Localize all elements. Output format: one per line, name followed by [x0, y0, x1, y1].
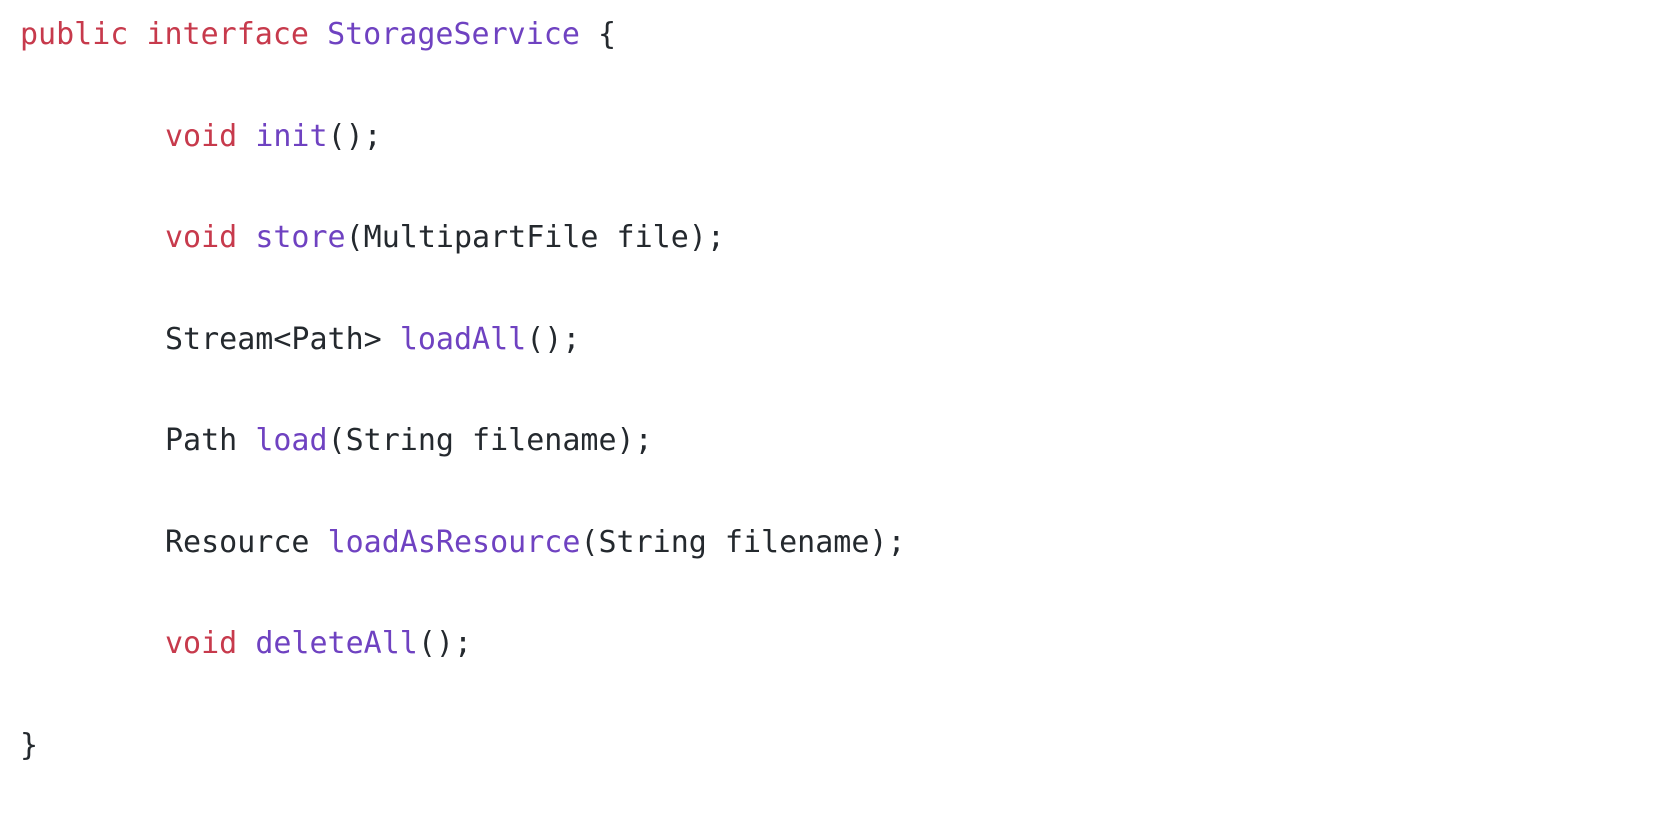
return-type: void	[165, 119, 238, 154]
code-line-interface-declaration: public interface StorageService {	[20, 15, 616, 55]
open-brace: {	[598, 17, 617, 52]
return-type: Stream<Path>	[165, 322, 382, 357]
code-line-store: void store(MultipartFile file);	[165, 218, 725, 258]
method-name: deleteAll	[255, 626, 418, 661]
code-line-close: }	[20, 726, 38, 766]
code-line-loadall: Stream<Path> loadAll();	[165, 320, 580, 360]
method-signature: ();	[327, 119, 382, 154]
code-line-init: void init();	[165, 117, 382, 157]
method-name: loadAsResource	[327, 525, 581, 560]
code-line-load: Path load(String filename);	[165, 421, 653, 461]
return-type: Path	[165, 423, 238, 458]
return-type: void	[165, 626, 238, 661]
method-signature: (String filename);	[327, 423, 653, 458]
method-signature: ();	[526, 322, 581, 357]
keyword-interface: interface	[146, 17, 309, 52]
method-name: load	[255, 423, 328, 458]
close-brace: }	[20, 728, 39, 763]
return-type: void	[165, 220, 238, 255]
method-name: init	[255, 119, 328, 154]
interface-name: StorageService	[327, 17, 580, 52]
code-line-deleteall: void deleteAll();	[165, 624, 472, 664]
keyword-public: public	[20, 17, 129, 52]
method-signature: (MultipartFile file);	[345, 220, 725, 255]
method-signature: ();	[417, 626, 473, 661]
method-signature: (String filename);	[580, 525, 906, 560]
method-name: store	[255, 220, 346, 255]
method-name: loadAll	[399, 322, 527, 357]
return-type: Resource	[165, 525, 310, 560]
code-line-loadasresource: Resource loadAsResource(String filename)…	[165, 523, 906, 563]
